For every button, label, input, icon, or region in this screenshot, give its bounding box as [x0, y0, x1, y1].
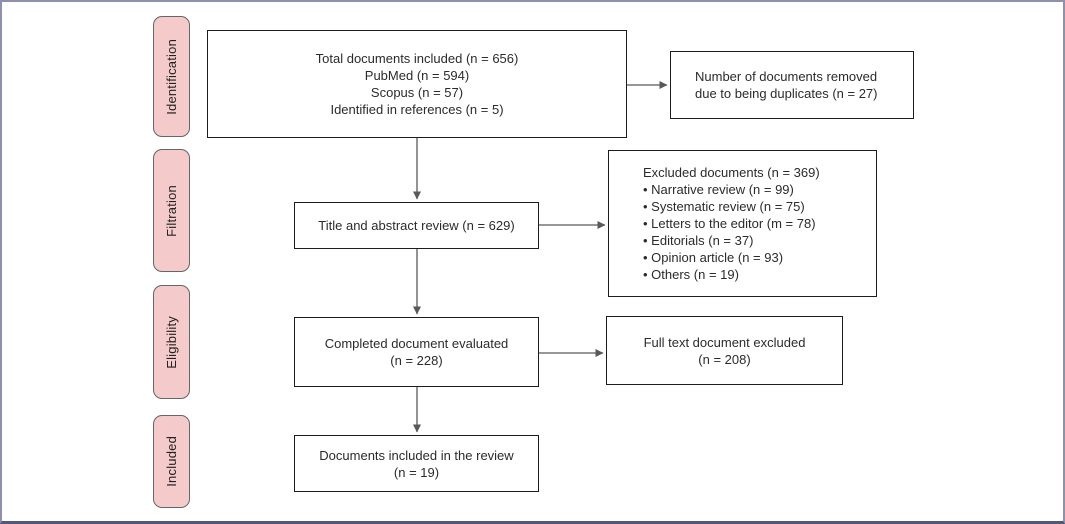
stage-label-identification-text: Identification: [164, 38, 179, 115]
box-title-abstract-review: Title and abstract review (n = 629): [294, 202, 539, 249]
box-completed-evaluated: Completed document evaluated (n = 228): [294, 317, 539, 387]
box-title-abstract-line-1: Title and abstract review (n = 629): [318, 218, 515, 233]
box-fulltext-line-2: (n = 208): [698, 351, 751, 367]
box-completed-line-1: Completed document evaluated: [324, 336, 509, 351]
stage-label-filtration: Filtration: [153, 149, 190, 272]
box-excluded-line-2: • Narrative review (n = 99): [643, 182, 794, 197]
stage-label-included: Included: [153, 415, 190, 508]
box-excluded-line-7: • Others (n = 19): [643, 267, 739, 282]
box-total-line-3: Scopus (n = 57): [370, 85, 464, 100]
box-completed-line-2: (n = 228): [390, 353, 443, 368]
box-excluded-line-4: • Letters to the editor (m = 78): [643, 216, 816, 231]
box-total-documents: Total documents included (n = 656) PubMe…: [207, 30, 627, 138]
stage-label-filtration-text: Filtration: [164, 184, 179, 237]
box-duplicates-removed: Number of documents removed due to being…: [670, 51, 914, 119]
stage-label-eligibility-text: Eligibility: [164, 315, 179, 369]
box-duplicates-line-2: due to being duplicates (n = 27): [695, 86, 878, 101]
box-fulltext-line-1: Full text document excluded: [643, 334, 806, 350]
box-included-in-review: Documents included in the review (n = 19…: [294, 435, 539, 492]
box-excluded-line-1: Excluded documents (n = 369): [643, 165, 820, 180]
box-excluded-line-3: • Systematic review (n = 75): [643, 199, 805, 214]
stage-label-eligibility: Eligibility: [153, 285, 190, 399]
box-total-line-4: Identified in references (n = 5): [330, 102, 504, 117]
box-excluded-line-6: • Opinion article (n = 93): [643, 250, 784, 265]
box-included-line-2: (n = 19): [393, 464, 440, 480]
box-fulltext-excluded: Full text document excluded (n = 208): [606, 316, 843, 385]
stage-label-identification: Identification: [153, 16, 190, 137]
stage-label-included-text: Included: [164, 436, 179, 487]
box-duplicates-line-1: Number of documents removed: [695, 69, 878, 84]
box-excluded-documents: Excluded documents (n = 369) • Narrative…: [608, 150, 877, 297]
box-included-line-1: Documents included in the review: [319, 447, 514, 463]
box-total-line-1: Total documents included (n = 656): [315, 51, 519, 66]
box-excluded-line-5: • Editorials (n = 37): [643, 233, 754, 248]
box-total-line-2: PubMed (n = 594): [364, 68, 470, 83]
